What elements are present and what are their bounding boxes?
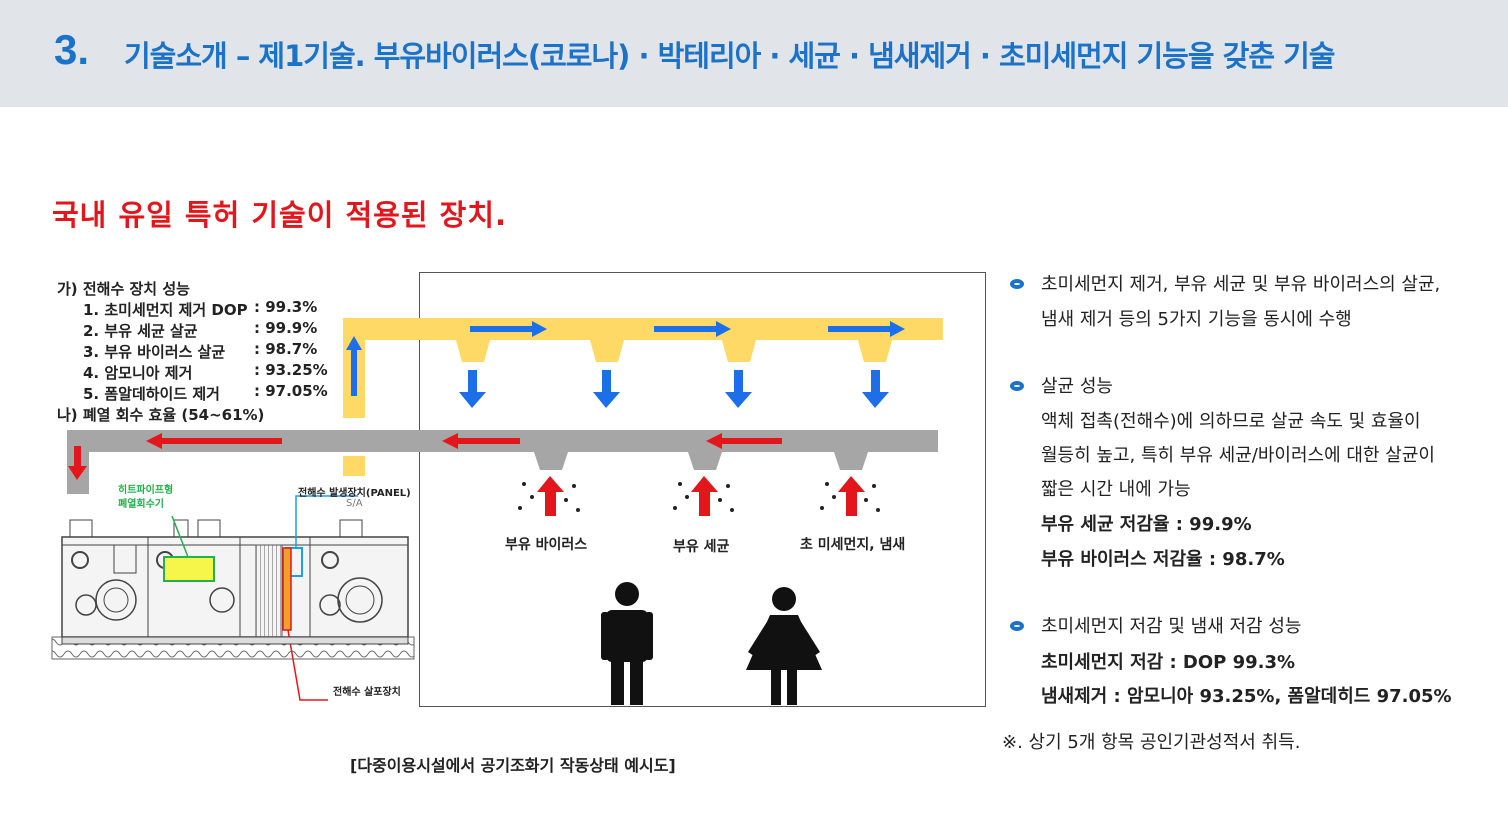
section-3-bold-1: 초미세먼지 저감 : DOP 99.3% xyxy=(1041,652,1296,673)
arrow-up-contam-3 xyxy=(838,476,865,516)
arrow-up-contam-1 xyxy=(537,476,564,516)
label-spray: 전해수 살포장치 xyxy=(333,687,401,698)
arrow-left-2 xyxy=(442,433,520,449)
woman-icon xyxy=(746,587,822,705)
particle-dots xyxy=(518,482,880,512)
spec-footer: 나) 폐열 회수 효율 (54~61%) xyxy=(57,406,265,424)
spec-value-5: : 97.05% xyxy=(254,382,328,400)
arrow-down-3 xyxy=(725,370,752,408)
arrow-left-1 xyxy=(146,433,282,449)
section-2-bold-2: 부유 바이러스 저감율 : 98.7% xyxy=(1041,549,1285,570)
section-2-line-3: 짧은 시간 내에 가능 xyxy=(1041,479,1191,500)
label-panel: 전해수 발생장치(PANEL) xyxy=(298,488,411,499)
label-bacteria: 부유 세균 xyxy=(673,539,730,555)
arrow-right-1 xyxy=(470,321,547,337)
spec-value-1: : 99.3% xyxy=(254,298,318,316)
section-1-title: 초미세먼지 제거, 부유 세균 및 부유 바이러스의 살균, xyxy=(1041,274,1441,295)
section-2-line-2: 월등히 높고, 특히 부유 세균/바이러스에 대한 살균이 xyxy=(1041,445,1435,466)
section-3-title: 초미세먼지 저감 및 냄새 저감 성능 xyxy=(1041,616,1302,637)
arrow-left-3 xyxy=(706,433,782,449)
label-dust: 초 미세먼지, 냄새 xyxy=(800,537,906,553)
arrow-right-2 xyxy=(654,321,731,337)
bullet-icon xyxy=(1010,279,1024,289)
spec-label-5: 5. 폼알데하이드 제거 xyxy=(83,385,220,403)
arrow-down-1 xyxy=(459,370,486,408)
spec-value-3: : 98.7% xyxy=(254,340,318,358)
section-number: 3. xyxy=(54,26,90,73)
diagram-caption: [다중이용시설에서 공기조화기 작동상태 예시도] xyxy=(350,756,676,775)
arrow-up-supply xyxy=(346,336,362,396)
supply-arrows xyxy=(346,321,905,408)
subtitle: 국내 유일 특허 기술이 적용된 장치. xyxy=(52,198,508,232)
arrow-down-4 xyxy=(862,370,889,408)
return-arrows xyxy=(68,433,865,516)
spec-heading: 가) 전해수 장치 성능 xyxy=(57,280,190,298)
section-2-title: 살균 성능 xyxy=(1041,376,1113,397)
certification-note: ※. 상기 5개 항목 공인기관성적서 취득. xyxy=(1002,732,1301,753)
section-2-bold-1: 부유 세균 저감율 : 99.9% xyxy=(1041,514,1252,535)
header-bar: 3. 기술소개 – 제1기술. 부유바이러스(코로나) · 박테리아 · 세균 … xyxy=(0,0,1508,107)
arrow-down-2 xyxy=(593,370,620,408)
arrow-up-contam-2 xyxy=(691,476,718,516)
room-frame xyxy=(419,272,986,707)
section-1-line-1: 냄새 제거 등의 5가지 기능을 동시에 수행 xyxy=(1041,309,1352,330)
air-handling-unit xyxy=(51,495,415,701)
label-heatpipe-line1: 히트파이프형 폐열회수기 xyxy=(118,485,174,510)
bullet-icon xyxy=(1010,381,1024,391)
man-icon xyxy=(601,582,653,705)
spec-label-4: 4. 암모니아 제거 xyxy=(83,364,193,382)
page-title: 기술소개 – 제1기술. 부유바이러스(코로나) · 박테리아 · 세균 · 냄… xyxy=(124,39,1335,73)
spec-value-2: : 99.9% xyxy=(254,319,318,337)
arrow-right-3 xyxy=(828,321,905,337)
arrow-down-return xyxy=(68,446,87,480)
section-2-line-1: 액체 접촉(전해수)에 의하므로 살균 속도 및 효율이 xyxy=(1041,411,1421,432)
spec-label-3: 3. 부유 바이러스 살균 xyxy=(83,343,226,361)
label-sa: S/A xyxy=(346,498,363,509)
section-3-bold-2: 냄새제거 : 암모니아 93.25%, 폼알데히드 97.05% xyxy=(1041,686,1452,707)
spec-label-1: 1. 초미세먼지 제거 DOP xyxy=(83,301,248,319)
supply-duct xyxy=(343,318,943,476)
spec-label-2: 2. 부유 세균 살균 xyxy=(83,322,198,340)
spec-value-4: : 93.25% xyxy=(254,361,328,379)
bullet-icon xyxy=(1010,621,1024,631)
label-virus: 부유 바이러스 xyxy=(505,537,588,553)
